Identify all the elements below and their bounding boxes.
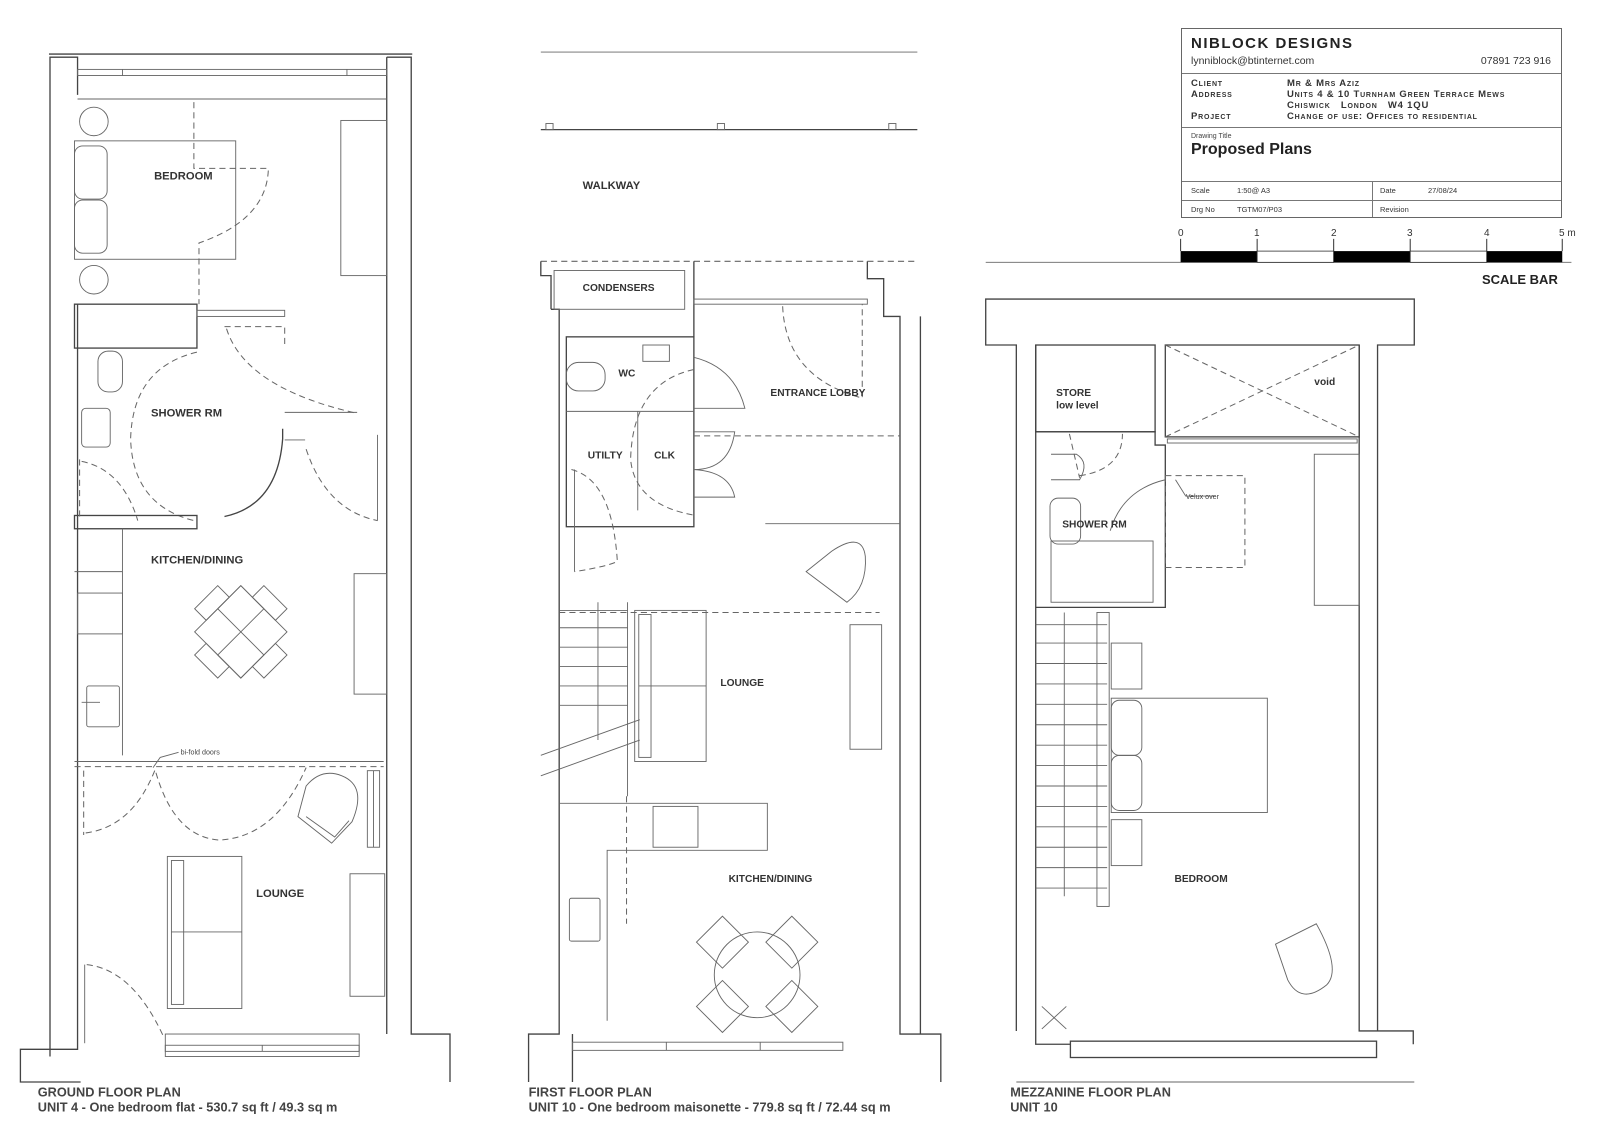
title-block-header: NIBLOCK DESIGNS lynniblock@btinternet.co…	[1182, 29, 1561, 74]
date-label: Date	[1380, 186, 1396, 195]
firm-email: lynniblock@btinternet.com	[1191, 55, 1315, 67]
divider	[1182, 181, 1561, 182]
room-label: BEDROOM	[154, 171, 213, 183]
scale-value: 1:50@ A3	[1237, 186, 1271, 195]
room-label: WC	[618, 369, 636, 380]
date-value: 27/08/24	[1428, 186, 1458, 195]
mezzanine-caption-title: MEZZANINE FLOOR PLAN	[1010, 1084, 1171, 1099]
drg-no-label: Drg No	[1191, 205, 1215, 214]
room-label: BEDROOM	[1174, 874, 1227, 885]
bifold-annotation: bi-fold doors	[181, 748, 221, 756]
mezzanine-floor-plan: STORE low level void SHOWER RM BEDROOM V…	[985, 261, 1572, 1115]
scale-bar	[1180, 238, 1563, 263]
divider	[1182, 200, 1561, 201]
velux-annotation: Velux over	[1186, 493, 1220, 501]
scale-tick: 4	[1484, 228, 1490, 239]
room-label: SHOWER RM	[1062, 520, 1127, 531]
project-label: Project	[1191, 111, 1232, 122]
ground-floor-plan: BEDROOM SHOWER RM KITCHEN/DINING LOUNGE …	[19, 53, 451, 1115]
walkway-label: WALKWAY	[583, 180, 641, 192]
scale-tick: 1	[1254, 228, 1260, 239]
scale-bar-title: SCALE BAR	[1482, 272, 1558, 287]
address-line2: Chiswick London W4 1QU	[1287, 100, 1430, 111]
address-line1: Units 4 & 10 Turnham Green Terrace Mews	[1287, 89, 1506, 100]
scale-tick: 2	[1331, 228, 1337, 239]
scale-tick: 5 m	[1559, 228, 1576, 239]
client-label: Client	[1191, 78, 1223, 89]
ground-floor-caption-sub: UNIT 4 - One bedroom flat - 530.7 sq ft …	[38, 1100, 338, 1115]
drawing-title-label: Drawing Title	[1191, 133, 1232, 140]
project-value: Change of use: Offices to residential	[1287, 111, 1478, 122]
scale-label: Scale	[1191, 186, 1210, 195]
firm-name: NIBLOCK DESIGNS	[1191, 35, 1354, 52]
drg-no-value: TGTM07/P03	[1237, 205, 1283, 214]
firm-phone: 07891 723 916	[1480, 55, 1551, 67]
room-label: ENTRANCE LOBBY	[770, 388, 865, 399]
room-label: STORE	[1056, 388, 1091, 399]
room-label: CONDENSERS	[583, 283, 655, 294]
room-label: void	[1314, 377, 1335, 388]
scale-tick: 0	[1178, 228, 1184, 239]
revision-label: Revision	[1380, 205, 1409, 214]
ground-floor-caption-title: GROUND FLOOR PLAN	[38, 1084, 181, 1099]
client-value: Mr & Mrs Aziz	[1287, 78, 1360, 89]
room-label: low level	[1056, 400, 1099, 411]
mezzanine-caption-sub: UNIT 10	[1010, 1100, 1057, 1115]
room-label: KITCHEN/DINING	[729, 874, 813, 885]
room-label: SHOWER RM	[151, 407, 222, 419]
address-label: Address	[1191, 89, 1233, 100]
first-floor-caption-title: FIRST FLOOR PLAN	[529, 1084, 652, 1099]
project-info: Client Mr & Mrs Aziz Address Units 4 & 1…	[1182, 73, 1561, 128]
title-block: NIBLOCK DESIGNS lynniblock@btinternet.co…	[1181, 28, 1562, 218]
room-label: LOUNGE	[720, 678, 764, 689]
divider	[1372, 181, 1373, 217]
room-label: LOUNGE	[256, 888, 305, 900]
first-floor-plan: WALKWAY CONDENSERS WC ENTRANCE LOBBY UTI…	[527, 51, 942, 1115]
room-label: UTILTY	[588, 450, 623, 461]
drawing-title: Proposed Plans	[1191, 141, 1312, 158]
room-label: CLK	[654, 450, 676, 461]
scale-tick: 3	[1407, 228, 1413, 239]
first-floor-caption-sub: UNIT 10 - One bedroom maisonette - 779.8…	[529, 1100, 891, 1115]
room-label: KITCHEN/DINING	[151, 554, 244, 566]
